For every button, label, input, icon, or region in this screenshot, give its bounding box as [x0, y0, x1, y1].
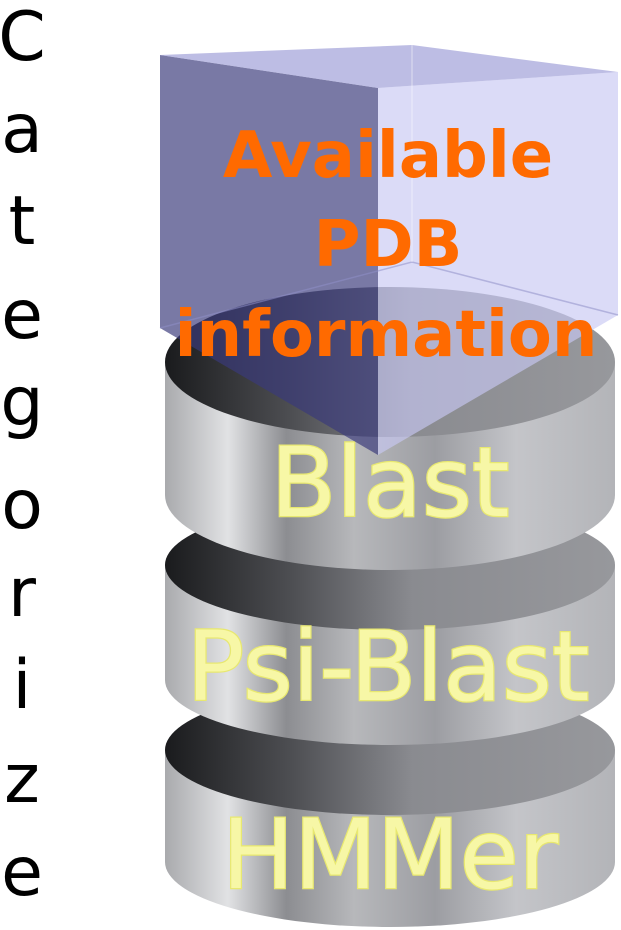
- pdb-cube: Available PDB information: [159, 45, 619, 455]
- categorize-letter: o: [1, 466, 43, 545]
- categorize-letter: e: [1, 833, 43, 912]
- categorize-letter: C: [0, 0, 46, 77]
- categorize-letter: r: [8, 554, 36, 633]
- cube-label-line-1: Available: [223, 119, 553, 193]
- cube-top-face: [160, 45, 618, 88]
- categorize-label: C a t e g o r i z e: [0, 0, 46, 912]
- cube-label-line-2: PDB: [314, 208, 463, 282]
- cube-side-face: [378, 72, 618, 455]
- categorize-letter: i: [13, 646, 32, 725]
- cube-inner-edge: [159, 261, 619, 329]
- categorize-letter: e: [1, 276, 43, 355]
- categorize-letter: z: [4, 740, 40, 819]
- cube-label-line-3: information: [175, 298, 598, 372]
- psi-blast-label: Psi-Blast: [186, 611, 589, 723]
- cube-front-face: [160, 55, 378, 455]
- hmmer-label: HMMer: [222, 799, 559, 911]
- categorize-letter: t: [9, 182, 36, 261]
- categorize-letter: a: [1, 90, 43, 169]
- categorize-letter: g: [0, 363, 43, 442]
